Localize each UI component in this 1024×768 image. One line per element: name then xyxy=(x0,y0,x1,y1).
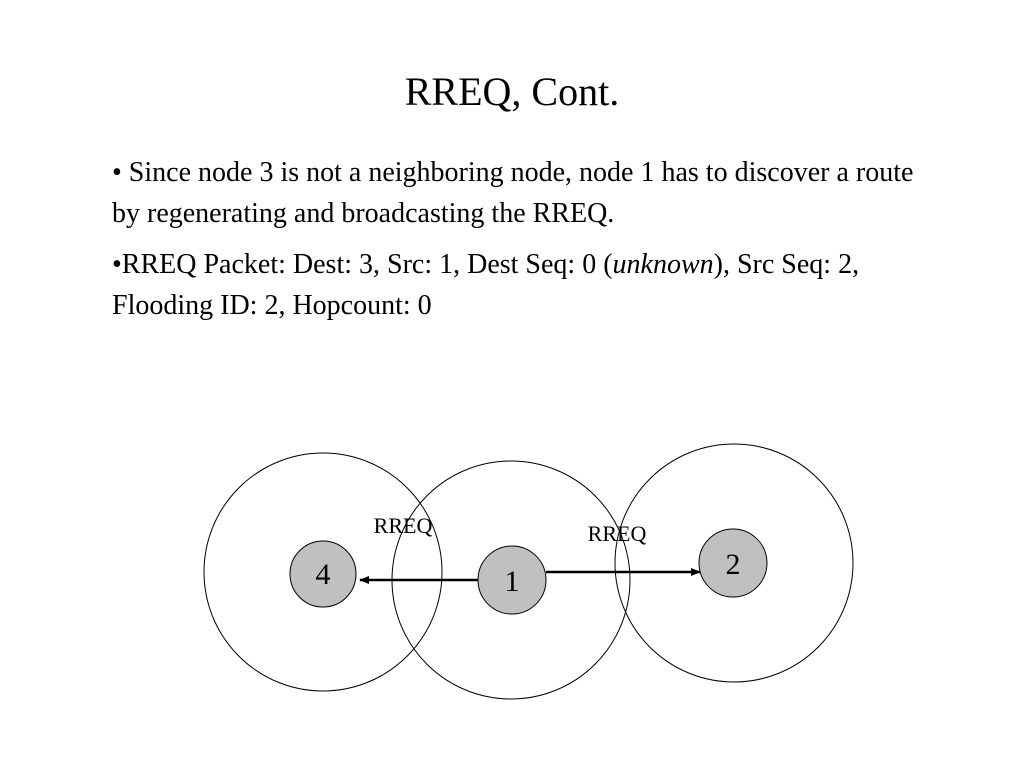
bullet-2-emphasis: unknown xyxy=(612,249,714,280)
range-circle-node-4 xyxy=(203,452,443,692)
node-4: 4 xyxy=(289,540,357,608)
node-2: 2 xyxy=(698,528,768,598)
range-circle-node-2 xyxy=(614,443,854,683)
edge-label-1-to-2: RREQ xyxy=(588,521,647,546)
node-1-label: 1 xyxy=(505,565,520,598)
slide-title: RREQ, Cont. xyxy=(404,69,620,114)
bullet-2-text-start: •RREQ Packet: Dest: 3, Src: 1, Dest Seq:… xyxy=(112,249,613,280)
node-4-label: 4 xyxy=(316,558,331,591)
node-2-label: 2 xyxy=(726,548,741,581)
node-1-shape xyxy=(477,545,547,615)
edge-label-1-to-4: RREQ xyxy=(374,513,433,538)
bullet-item-1: • Since node 3 is not a neighboring node… xyxy=(112,152,932,234)
bullet-list: • Since node 3 is not a neighboring node… xyxy=(112,152,932,336)
node-4-shape xyxy=(289,540,357,608)
bullet-2-text-end: ), Src Seq: 2, Flooding ID: 2, Hopcount:… xyxy=(112,249,860,321)
bullet-item-2: •RREQ Packet: Dest: 3, Src: 1, Dest Seq:… xyxy=(112,244,932,326)
bullet-1-text: • Since node 3 is not a neighboring node… xyxy=(112,157,914,229)
node-1: 1 xyxy=(477,545,547,615)
node-2-shape xyxy=(698,528,768,598)
